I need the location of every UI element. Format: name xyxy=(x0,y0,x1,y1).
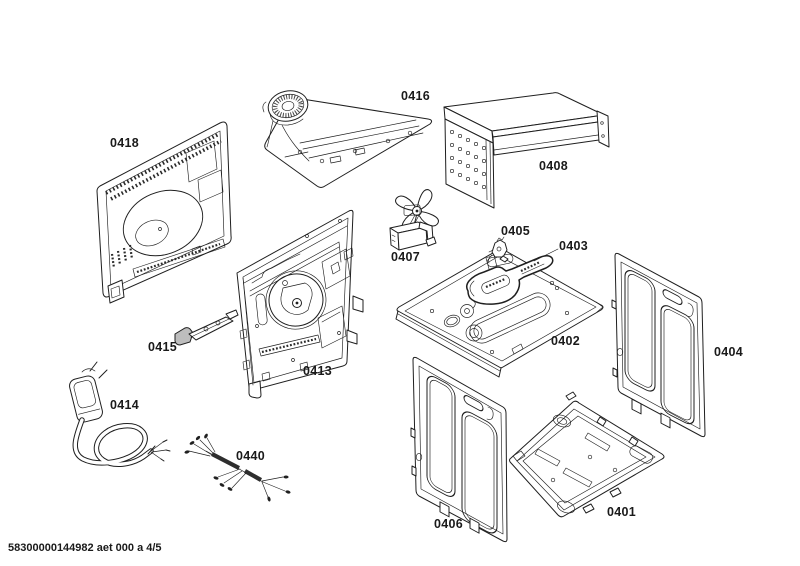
part-0402-top-panel-drawing xyxy=(395,248,604,378)
part-0407-fan-motor-drawing xyxy=(389,189,439,251)
part-number-label-0415: 0415 xyxy=(148,340,178,354)
part-0414-power-cord-drawing xyxy=(69,361,171,467)
part-0401-base-panel-drawing xyxy=(509,391,665,518)
part-0415-bracket-drawing xyxy=(174,309,239,346)
part-number-label-0404: 0404 xyxy=(714,345,744,359)
part-number-label-0414: 0414 xyxy=(110,398,140,412)
part-number-label-0402: 0402 xyxy=(551,334,581,348)
part-number-label-0440: 0440 xyxy=(236,449,266,463)
part-number-label-0413: 0413 xyxy=(303,364,333,378)
part-0416-fan-duct-panel-drawing xyxy=(262,90,433,188)
part-number-label-0403: 0403 xyxy=(559,239,589,253)
part-0408-bracket-drawing xyxy=(443,92,610,209)
power-plug xyxy=(69,375,103,423)
part-number-label-0406: 0406 xyxy=(434,517,464,531)
part-number-label-0408: 0408 xyxy=(539,159,569,173)
part-number-label-0405: 0405 xyxy=(501,224,531,238)
part-number-label-0401: 0401 xyxy=(607,505,637,519)
document-code: 58300000144982 aet 000 a 4/5 xyxy=(8,542,162,554)
leader-line-0403 xyxy=(533,248,559,262)
part-0403-heating-element-drawing xyxy=(465,248,559,305)
part-0404-side-panel-right-drawing xyxy=(611,252,706,438)
part-0413-inner-rear-panel-drawing xyxy=(236,209,364,399)
part-0440-wiring-harness-drawing xyxy=(184,433,291,502)
part-number-label-0418: 0418 xyxy=(110,136,140,150)
blower-cowl xyxy=(262,90,310,162)
part-0405-sensor-drawing xyxy=(488,236,509,264)
part-0418-rear-panel-drawing xyxy=(96,121,232,304)
part-0406-side-panel-left-drawing xyxy=(410,356,508,543)
part-number-label-0407: 0407 xyxy=(391,250,421,264)
part-number-label-0416: 0416 xyxy=(401,89,431,103)
